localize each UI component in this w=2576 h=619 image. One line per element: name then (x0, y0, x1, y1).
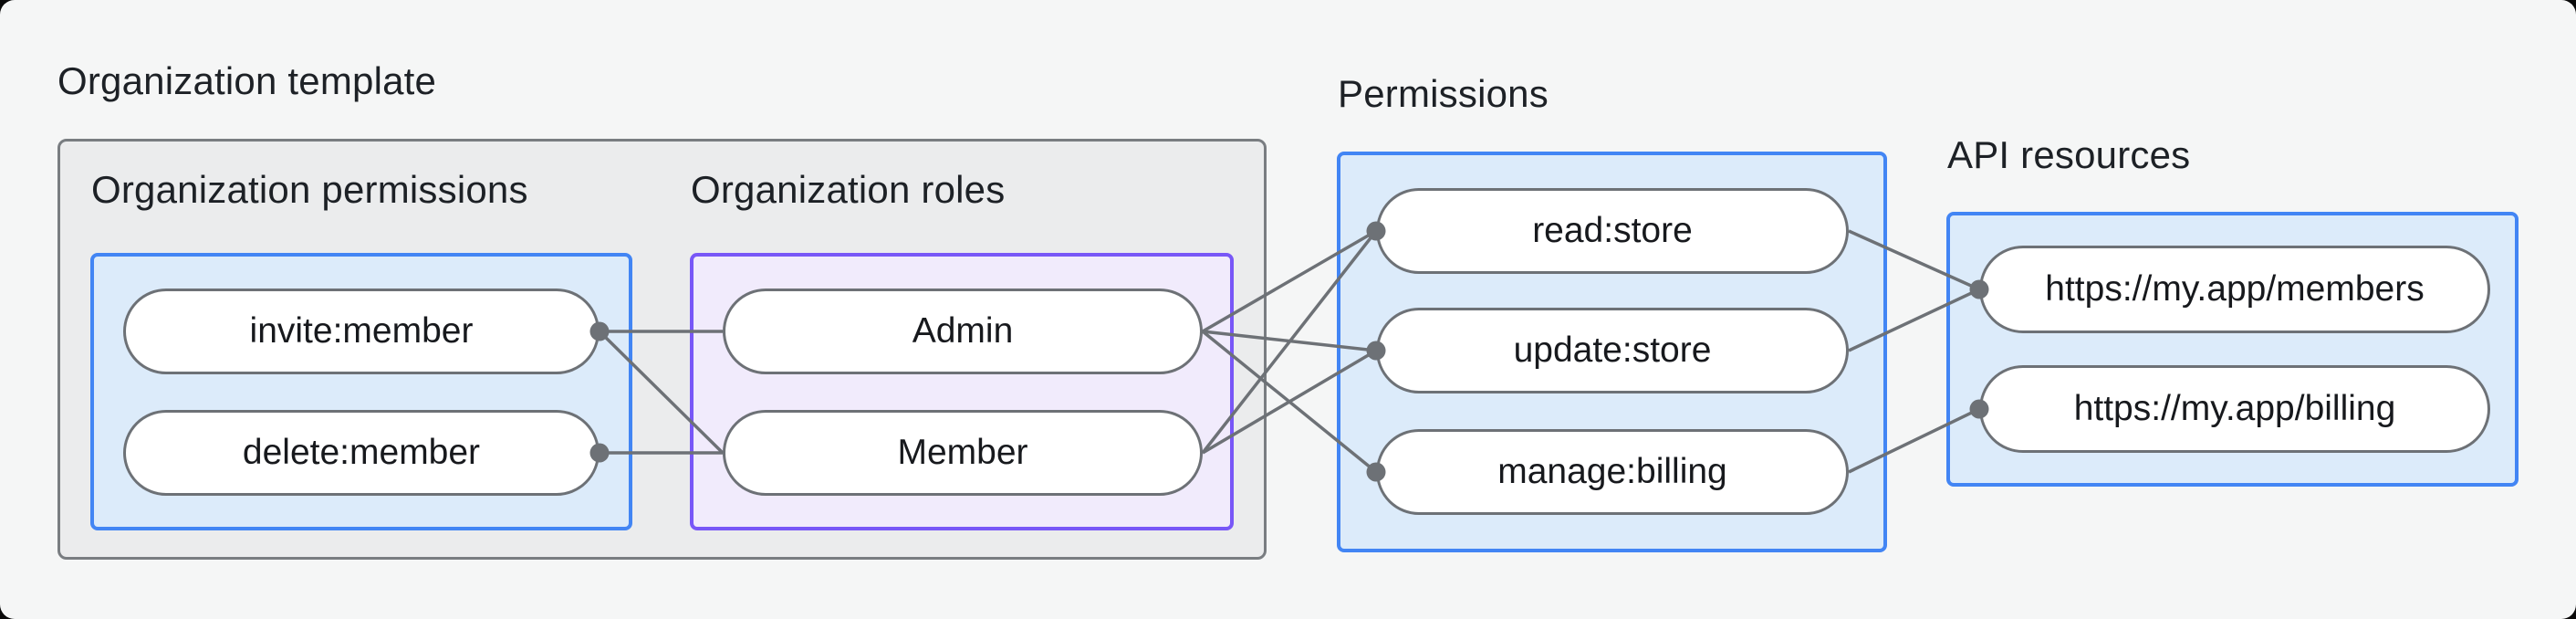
organization-roles-label: Organization roles (691, 168, 1006, 211)
node-api-billing-url-label: https://my.app/billing (2073, 389, 2396, 428)
node-invite-member: invite:member (123, 289, 600, 374)
node-admin-role: Admin (723, 289, 1203, 374)
node-api-members-url-label: https://my.app/members (2045, 269, 2425, 309)
node-read-store-label: read:store (1532, 211, 1693, 250)
organization-permissions-label: Organization permissions (91, 168, 528, 211)
node-api-billing-url: https://my.app/billing (1979, 365, 2490, 453)
connection-dot-members-left (1969, 279, 1989, 299)
node-member-role-label: Member (897, 433, 1028, 472)
api-resources-label: API resources (1947, 133, 2191, 176)
node-admin-role-label: Admin (912, 311, 1014, 351)
connection-dot-update-left (1366, 341, 1386, 361)
connection-dot-manage-left (1366, 462, 1386, 482)
connection-dot-read-left (1366, 221, 1386, 241)
node-invite-member-label: invite:member (249, 311, 474, 351)
node-update-store-label: update:store (1513, 330, 1712, 370)
node-delete-member-label: delete:member (242, 433, 481, 472)
node-read-store: read:store (1376, 188, 1849, 274)
node-manage-billing: manage:billing (1376, 429, 1849, 515)
node-api-members-url: https://my.app/members (1979, 246, 2490, 333)
permissions-label: Permissions (1338, 72, 1549, 115)
node-delete-member: delete:member (123, 410, 600, 496)
connection-dot-invite-right (589, 321, 610, 341)
node-manage-billing-label: manage:billing (1497, 452, 1727, 491)
node-member-role: Member (723, 410, 1203, 496)
connection-dot-delete-right (589, 443, 610, 463)
connection-dot-billing-left (1969, 399, 1989, 419)
node-update-store: update:store (1376, 308, 1849, 393)
organization-template-title: Organization template (57, 59, 437, 102)
